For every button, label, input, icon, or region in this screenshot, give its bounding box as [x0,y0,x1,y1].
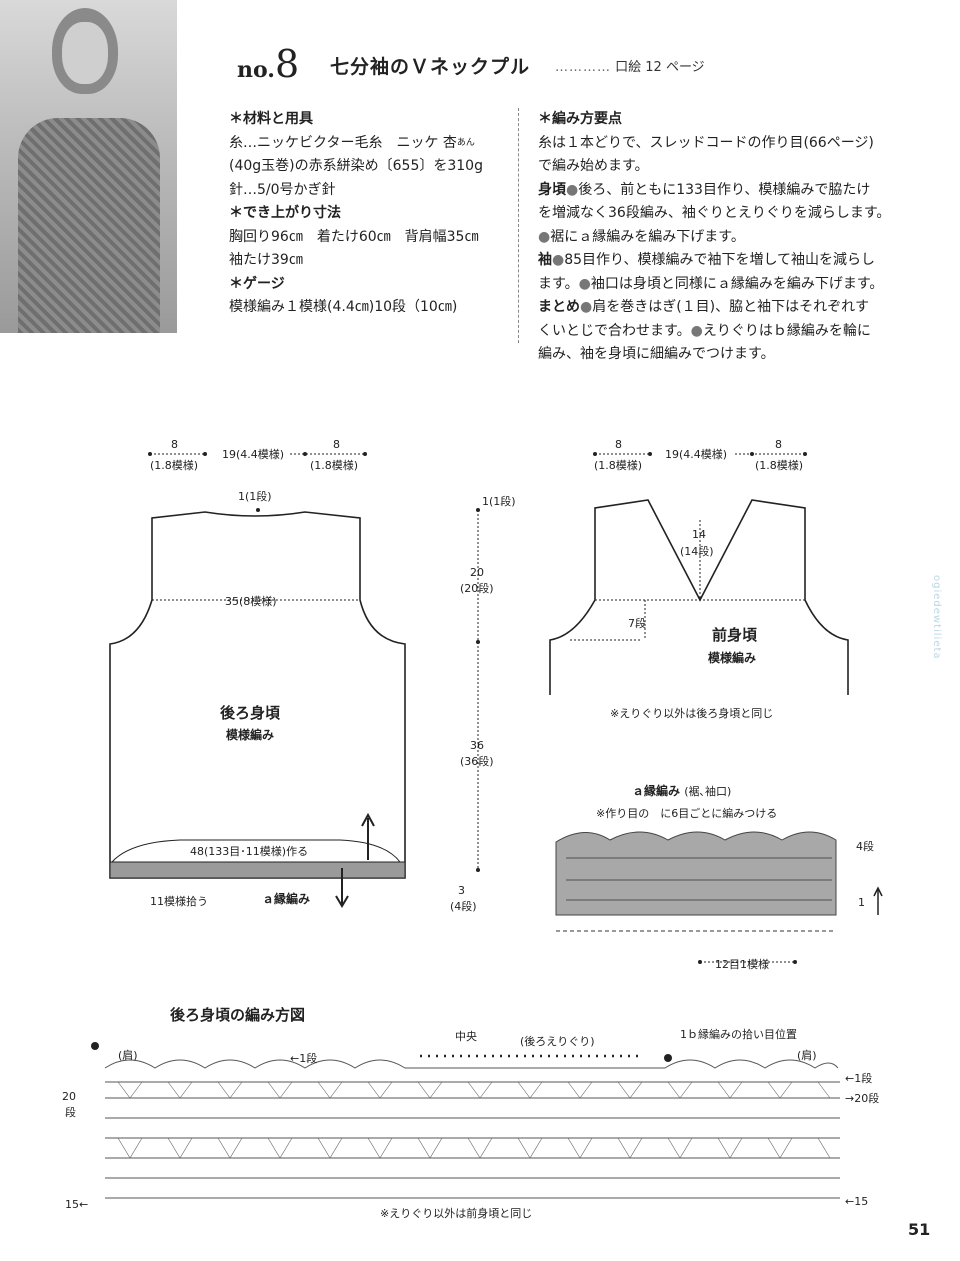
scale-hem-sub: (4段) [450,900,477,913]
back-top-row: 1(1段) [238,490,272,503]
back-chart-shoulder-left: (肩) [118,1049,138,1062]
back-chart-row20-left-sub: 段 [65,1106,76,1119]
edging-note: ※作り目の に6目ごとに編みつける [596,807,778,820]
back-hem-band [109,861,406,879]
front-body-title: 前身頃 [712,626,758,644]
back-body-pattern: 模様編み [226,728,275,742]
up-arrow-head [361,812,375,827]
back-chart-neckline: (後ろえりぐり) [520,1035,595,1048]
back-edging-label: ａ縁編み [262,892,311,906]
body-instructions-3: ●裾にａ縁編みを編み下げます。 [538,228,745,245]
scale-armhole: 20 [470,566,484,579]
method-line-2: で編み始めます。 [538,158,649,174]
front-note: ※えりぐり以外は後ろ身頃と同じ [610,707,774,720]
sweater-shape [18,118,160,333]
page-number: 51 [908,1220,931,1239]
front-v-depth-sub: (14段) [680,545,714,558]
back-width-mid: 35(8模様) [225,595,277,608]
scale-side: 36 [470,739,484,752]
back-chart-center: 中央 [455,1030,477,1043]
size-heading: ＊でき上がり寸法 [229,205,341,221]
back-body-outline [109,511,406,879]
photo-reference: ………… 口絵 12 ページ [555,60,705,75]
scale-armhole-sub: (20段) [460,582,494,595]
back-body-title: 後ろ身頃 [220,704,281,722]
yarn-line-2: (40g玉巻)の赤系絣染め〔655〕を310g [229,158,483,174]
watermark: ogiedewtilieta [931,575,942,660]
scale-hem: 3 [458,884,465,897]
yarn-line: 糸…ニッケビクター毛糸 ニッケ 杏あん [229,134,475,151]
materials-heading: ＊材料と用具 [229,111,313,127]
back-start-chain: 48(133目･11模様)作る [190,845,309,858]
back-chart-row20-right: →20段 [845,1092,880,1105]
back-chart-row1-right: ←1段 [845,1072,873,1085]
back-neck-width: 19(4.4模様) [222,448,285,461]
edging-row-1: 1 [858,896,865,909]
back-chart-title: 後ろ身頃の編み方図 [170,1006,306,1024]
scale-side-sub: (36段) [460,755,494,768]
pattern-title: 七分袖のＶネックプル [330,56,531,78]
front-body-pattern: 模様編み [708,651,757,665]
back-shoulder-left-width: 8 [171,438,178,451]
needle-line: 針…5/0号かぎ針 [229,181,336,198]
method-heading: ＊編み方要点 [538,111,622,127]
back-stitch-chart [91,1042,840,1199]
edging-chart [555,831,883,964]
finish-instructions: まとめ●肩を巻きはぎ(１目)、脇と袖下はそれぞれす [538,299,870,315]
back-shoulder-left-sub: (1.8模様) [150,459,199,472]
b-edging-pickup: 1ｂ縁編みの拾い目位置 [680,1028,797,1041]
gauge-line: 模様編み１模様(4.4㎝)10段（10㎝) [229,299,458,315]
body-instructions: 身頃●後ろ、前ともに133目作り、模様編みで脇たけ [538,181,871,198]
size-line-1: 胸回り96㎝ 着たけ60㎝ 背肩幅35㎝ [229,228,479,245]
front-shoulder-left-sub: (1.8模様) [594,459,643,472]
pattern-number: no.8 [237,42,300,86]
scale-top-row: 1(1段) [482,495,516,508]
method-line-1: 糸は１本どりで、スレッドコードの作り目(66ページ) [538,134,874,151]
back-shoulder-right-width: 8 [333,438,340,451]
back-pickup-note: 11模様拾う [150,895,208,908]
sleeve-instructions-2: ます。●袖口は身頃と同様にａ縁編みを編み下げます。 [538,275,884,292]
method-section: ＊編み方要点 糸は１本どりで、スレッドコードの作り目(66ページ) で編み始めま… [538,108,918,367]
materials-section: ＊材料と用具 糸…ニッケビクター毛糸 ニッケ 杏あん (40g玉巻)の赤系絣染め… [229,108,509,320]
front-shoulder-right-width: 8 [775,438,782,451]
back-chart-row15-left: 15← [65,1198,89,1211]
finish-instructions-2: くいとじで合わせます。●えりぐりはｂ縁編みを輪に [538,322,871,339]
front-shoulder-left-width: 8 [615,438,622,451]
edging-title: ａ縁編み (裾､袖口) [632,784,732,798]
down-arrow-head [335,895,349,908]
front-neck-width: 19(4.4模様) [665,448,728,461]
edging-repeat: 12目1模様 [715,958,769,971]
front-dimension-dots [593,452,807,456]
finish-instructions-3: 編み、袖を身頃に細編みでつけます。 [538,346,775,362]
size-line-2: 袖たけ39㎝ [229,252,303,268]
back-chart-row20-left: 20 [62,1090,76,1103]
gauge-heading: ＊ゲージ [229,275,285,292]
sleeve-instructions: 袖●85目作り、模様編みで袖下を増して袖山を減らし [538,252,876,268]
front-shoulder-right-sub: (1.8模様) [755,459,804,472]
model-photo [0,0,177,333]
height-scale-dots [476,508,480,872]
back-chart-shoulder-right: (肩) [797,1049,817,1062]
front-seven-rows: 7段 [628,617,646,630]
back-shoulder-right-sub: (1.8模様) [310,459,359,472]
back-chart-row15-right: ←15 [845,1195,869,1208]
edging-row-4: 4段 [856,840,874,853]
body-instructions-2: を増減なく36段編み、袖ぐりとえりぐりを減らします。 [538,205,891,221]
back-chart-row1-left: ←1段 [290,1052,318,1065]
back-chart-note: ※えりぐり以外は前身頃と同じ [380,1207,533,1220]
face-shape [62,22,108,84]
back-dimension-dots [148,452,367,512]
column-divider [518,108,519,343]
front-body-outline [549,499,849,695]
front-v-depth: 14 [692,528,706,541]
